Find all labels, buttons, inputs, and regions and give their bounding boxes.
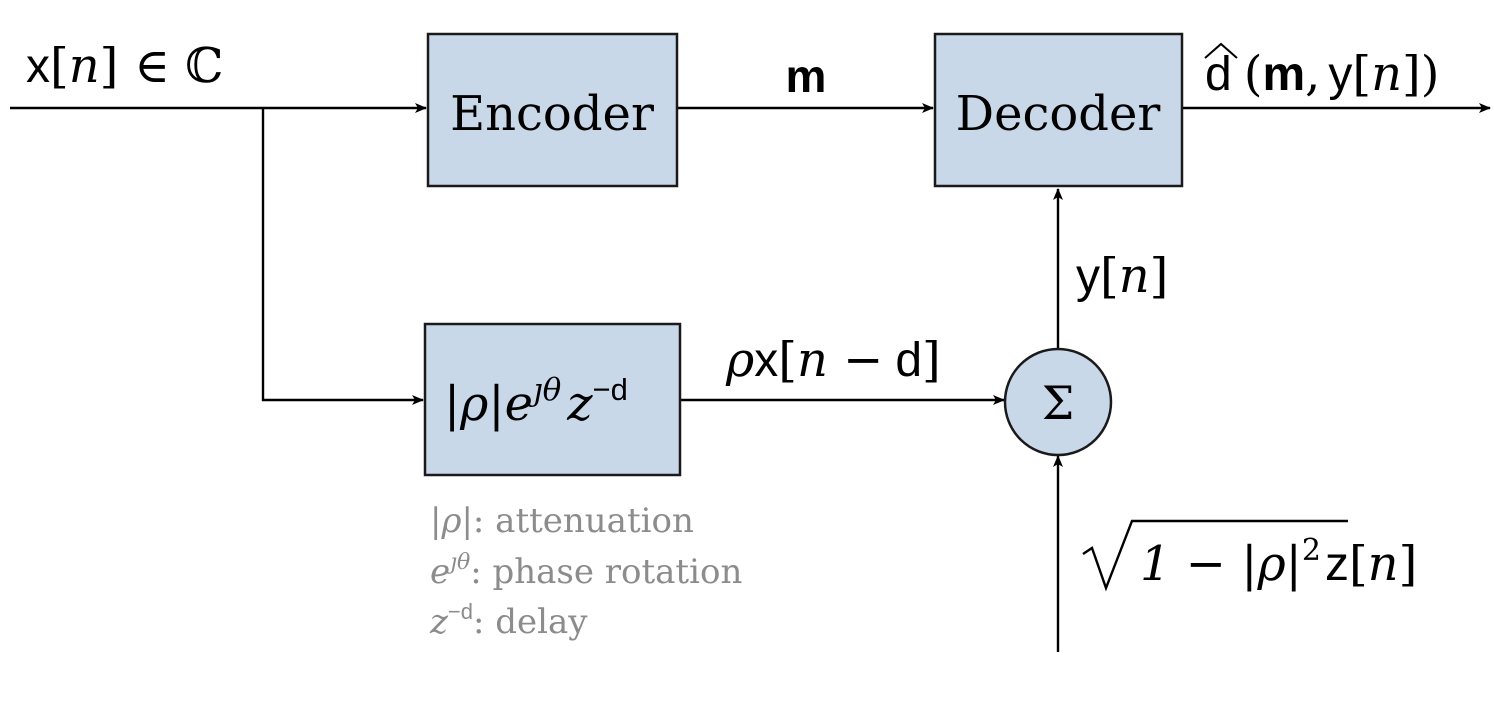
delayed-d: d <box>895 334 922 387</box>
noise-exponent: 2 <box>1302 533 1321 568</box>
branch-wire <box>261 108 424 405</box>
delayed-rbracket: ] <box>922 332 941 388</box>
message-label: m <box>786 50 827 102</box>
sigma-symbol: Σ <box>1042 376 1075 430</box>
noise-expression: 1 − |ρ| <box>1140 536 1302 592</box>
legend-delay-exponent: −d <box>448 599 473 624</box>
input-lbracket: [ <box>50 38 69 94</box>
input-label: x[n] ∈ ℂ <box>26 38 223 94</box>
output-y: y <box>1328 48 1352 101</box>
output-rbracket: ]) <box>1402 46 1439 102</box>
received-lbracket: [ <box>1100 248 1119 304</box>
delayed-x: x <box>754 334 778 387</box>
sqrt-sign <box>1082 519 1348 592</box>
channel-delay-exponent: −d <box>593 372 628 407</box>
output-n: n <box>1371 46 1402 102</box>
legend-attenuation-text: : attenuation <box>473 501 694 541</box>
encoder-block: Encoder <box>426 32 679 188</box>
output-hat <box>1204 42 1238 59</box>
legend-attenuation-symbol: |ρ| <box>430 501 473 541</box>
noise-n: n <box>1368 536 1399 592</box>
noise-lbracket: [ <box>1349 536 1368 592</box>
legend-attenuation: |ρ|: attenuation <box>430 501 694 541</box>
output-m: m <box>1262 48 1305 101</box>
input-domain: ∈ ℂ <box>134 38 223 94</box>
delayed-lbracket: [ <box>778 332 797 388</box>
noise-z: z <box>1325 538 1349 591</box>
legend-delay: z−d: delay <box>429 599 588 642</box>
output-comma: , <box>1305 46 1320 102</box>
legend-delay-symbol: z <box>429 602 449 642</box>
decoder-label: Decoder <box>956 86 1161 142</box>
legend-phase-symbol: e <box>430 552 450 592</box>
delayed-rho: ρ <box>725 332 754 388</box>
summation-node: Σ <box>1003 347 1113 457</box>
output-lparen: ( <box>1244 46 1263 102</box>
legend-delay-text: : delay <box>473 602 588 642</box>
received-rbracket: ] <box>1150 248 1169 304</box>
channel-phase-exponent: ȷθ <box>527 372 562 408</box>
svg-text:d(m,y[n]): d(m,y[n]) <box>1205 46 1440 102</box>
delayed-n-minus: n − <box>797 332 883 388</box>
output-label: d(m,y[n]) <box>1204 42 1440 102</box>
legend-phase: eȷθ: phase rotation <box>430 550 742 592</box>
input-rbracket: ] <box>100 38 119 94</box>
legend-phase-text: : phase rotation <box>470 552 742 592</box>
received-label: y[n] <box>1076 248 1168 304</box>
delayed-signal-label: ρx[n −d] <box>725 332 941 388</box>
noise-rbracket: ] <box>1399 536 1418 592</box>
received-y: y <box>1076 250 1100 303</box>
received-n: n <box>1119 248 1150 304</box>
noise-label: 1 − |ρ|2z[n] <box>1082 519 1417 592</box>
legend-phase-exponent: ȷθ <box>446 550 470 575</box>
legend: |ρ|: attenuation eȷθ: phase rotation z−d… <box>429 501 742 642</box>
decoder-block: Decoder <box>933 32 1184 188</box>
input-x: x <box>26 40 50 93</box>
output-lbracket: [ <box>1352 46 1371 102</box>
input-n: n <box>69 38 100 94</box>
encoder-label: Encoder <box>450 86 654 142</box>
svg-text:1 − |ρ|2z[n]: 1 − |ρ|2z[n] <box>1140 533 1417 592</box>
channel-delay-var: z <box>566 376 593 432</box>
output-d: d <box>1205 48 1232 101</box>
channel-gain: |ρ|e <box>444 376 533 432</box>
